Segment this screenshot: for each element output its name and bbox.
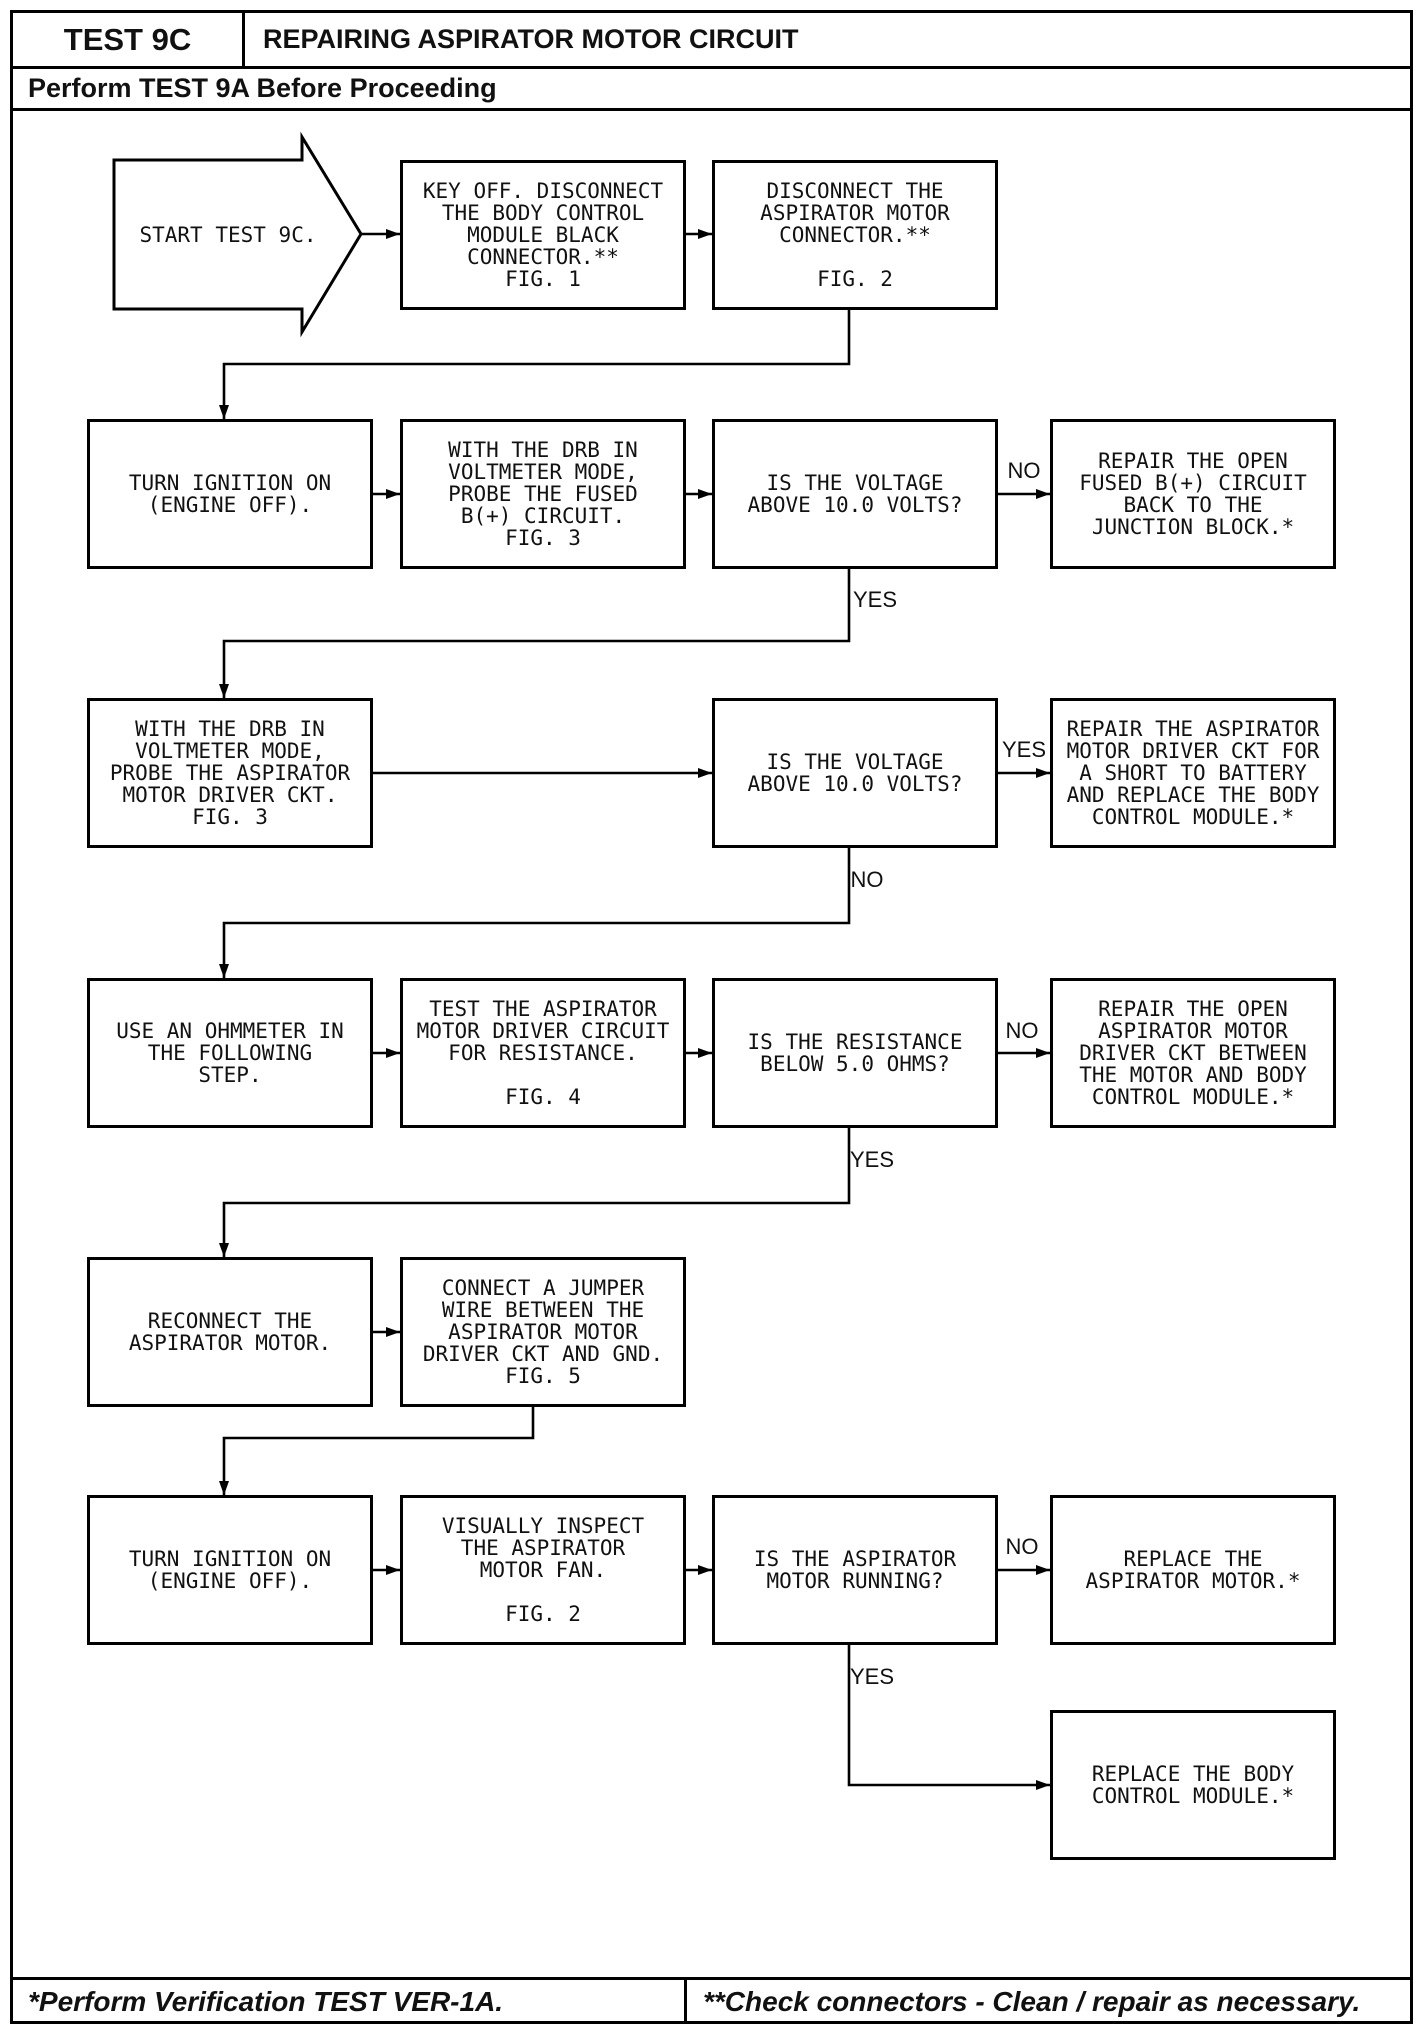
- box-text: REPLACE THE ASPIRATOR MOTOR.*: [1085, 1547, 1301, 1593]
- box-text: DISCONNECT THE ASPIRATOR MOTOR CONNECTOR…: [760, 179, 950, 291]
- step-probe-motor-driver: WITH THE DRB IN VOLTMETER MODE, PROBE TH…: [87, 698, 373, 848]
- header-divider: [10, 66, 1413, 69]
- box-text: TURN IGNITION ON (ENGINE OFF).: [128, 1547, 332, 1593]
- result-repair-open-driver: REPAIR THE OPEN ASPIRATOR MOTOR DRIVER C…: [1050, 978, 1336, 1128]
- footer-divider: [10, 1977, 1413, 1980]
- start-arrow-shape: [112, 131, 363, 338]
- box-text: VISUALLY INSPECT THE ASPIRATOR MOTOR FAN…: [441, 1514, 645, 1626]
- branch-label-yes: YES: [849, 1147, 895, 1172]
- decision-driver-voltage: IS THE VOLTAGE ABOVE 10.0 VOLTS?: [712, 698, 998, 848]
- box-text: IS THE VOLTAGE ABOVE 10.0 VOLTS?: [747, 471, 963, 517]
- step-probe-fused-b-plus: WITH THE DRB IN VOLTMETER MODE, PROBE TH…: [400, 419, 686, 569]
- step-reconnect-motor: RECONNECT THE ASPIRATOR MOTOR.: [87, 1257, 373, 1407]
- connectors-note: **Check connectors - Clean / repair as n…: [703, 1986, 1361, 2017]
- connector-fused-voltage-yes: [219, 569, 851, 698]
- verification-note: *Perform Verification TEST VER-1A.: [28, 1986, 504, 2017]
- step-turn-ignition-on: TURN IGNITION ON (ENGINE OFF).: [87, 419, 373, 569]
- branch-label-yes: YES: [849, 1664, 895, 1689]
- branch-label-yes: YES: [1001, 737, 1047, 762]
- box-text: USE AN OHMMETER IN THE FOLLOWING STEP.: [116, 1019, 344, 1087]
- step-inspect-motor-fan: VISUALLY INSPECT THE ASPIRATOR MOTOR FAN…: [400, 1495, 686, 1645]
- prerequisite-divider: [10, 108, 1413, 111]
- box-text: KEY OFF. DISCONNECT THE BODY CONTROL MOD…: [422, 179, 664, 291]
- step-test-driver-resistance: TEST THE ASPIRATOR MOTOR DRIVER CIRCUIT …: [400, 978, 686, 1128]
- step-key-off-disconnect-bcm: KEY OFF. DISCONNECT THE BODY CONTROL MOD…: [400, 160, 686, 310]
- connector-motor-running-yes: [847, 1645, 1050, 1790]
- footer-column-divider: [684, 1977, 687, 2024]
- test-id-divider: [242, 10, 245, 67]
- test-id: TEST 9C: [63, 21, 192, 57]
- box-text: REPLACE THE BODY CONTROL MODULE.*: [1091, 1762, 1295, 1808]
- box-text: RECONNECT THE ASPIRATOR MOTOR.: [128, 1309, 332, 1355]
- box-text: REPAIR THE OPEN ASPIRATOR MOTOR DRIVER C…: [1079, 997, 1307, 1109]
- connector-resistance-yes: [219, 1128, 851, 1257]
- box-text: CONNECT A JUMPER WIRE BETWEEN THE ASPIRA…: [422, 1276, 664, 1388]
- start-label: START TEST 9C.: [139, 223, 317, 247]
- decision-motor-running: IS THE ASPIRATOR MOTOR RUNNING?: [712, 1495, 998, 1645]
- decision-fused-voltage: IS THE VOLTAGE ABOVE 10.0 VOLTS?: [712, 419, 998, 569]
- step-turn-ignition-on-2: TURN IGNITION ON (ENGINE OFF).: [87, 1495, 373, 1645]
- step-use-ohmmeter: USE AN OHMMETER IN THE FOLLOWING STEP.: [87, 978, 373, 1128]
- connector-disconnect-motor-to-ignition-on: [219, 310, 851, 419]
- branch-label-no: NO: [1005, 1018, 1039, 1043]
- page-title: REPAIRING ASPIRATOR MOTOR CIRCUIT: [263, 24, 799, 54]
- result-replace-bcm: REPLACE THE BODY CONTROL MODULE.*: [1050, 1710, 1336, 1860]
- box-text: REPAIR THE OPEN FUSED B(+) CIRCUIT BACK …: [1079, 449, 1307, 539]
- box-text: IS THE VOLTAGE ABOVE 10.0 VOLTS?: [747, 750, 963, 796]
- result-repair-open-fused-b-plus: REPAIR THE OPEN FUSED B(+) CIRCUIT BACK …: [1050, 419, 1336, 569]
- box-text: TURN IGNITION ON (ENGINE OFF).: [128, 471, 332, 517]
- connector-driver-voltage-no: [219, 848, 851, 978]
- branch-label-yes: YES: [852, 587, 898, 612]
- box-text: WITH THE DRB IN VOLTMETER MODE, PROBE TH…: [448, 438, 638, 550]
- box-text: IS THE ASPIRATOR MOTOR RUNNING?: [753, 1547, 957, 1593]
- prerequisite-note: Perform TEST 9A Before Proceeding: [28, 73, 497, 103]
- page-frame: [10, 10, 1413, 2024]
- branch-label-no: NO: [850, 867, 884, 892]
- connector-jumper-to-ignition-on: [219, 1407, 535, 1495]
- branch-label-no: NO: [1005, 1534, 1039, 1559]
- box-text: REPAIR THE ASPIRATOR MOTOR DRIVER CKT FO…: [1066, 717, 1320, 829]
- result-repair-driver-short: REPAIR THE ASPIRATOR MOTOR DRIVER CKT FO…: [1050, 698, 1336, 848]
- box-text: IS THE RESISTANCE BELOW 5.0 OHMS?: [747, 1030, 963, 1076]
- box-text: TEST THE ASPIRATOR MOTOR DRIVER CIRCUIT …: [416, 997, 670, 1109]
- step-connect-jumper: CONNECT A JUMPER WIRE BETWEEN THE ASPIRA…: [400, 1257, 686, 1407]
- step-disconnect-motor-connector: DISCONNECT THE ASPIRATOR MOTOR CONNECTOR…: [712, 160, 998, 310]
- box-text: WITH THE DRB IN VOLTMETER MODE, PROBE TH…: [109, 717, 351, 829]
- result-replace-motor: REPLACE THE ASPIRATOR MOTOR.*: [1050, 1495, 1336, 1645]
- branch-label-no: NO: [1007, 458, 1041, 483]
- decision-resistance: IS THE RESISTANCE BELOW 5.0 OHMS?: [712, 978, 998, 1128]
